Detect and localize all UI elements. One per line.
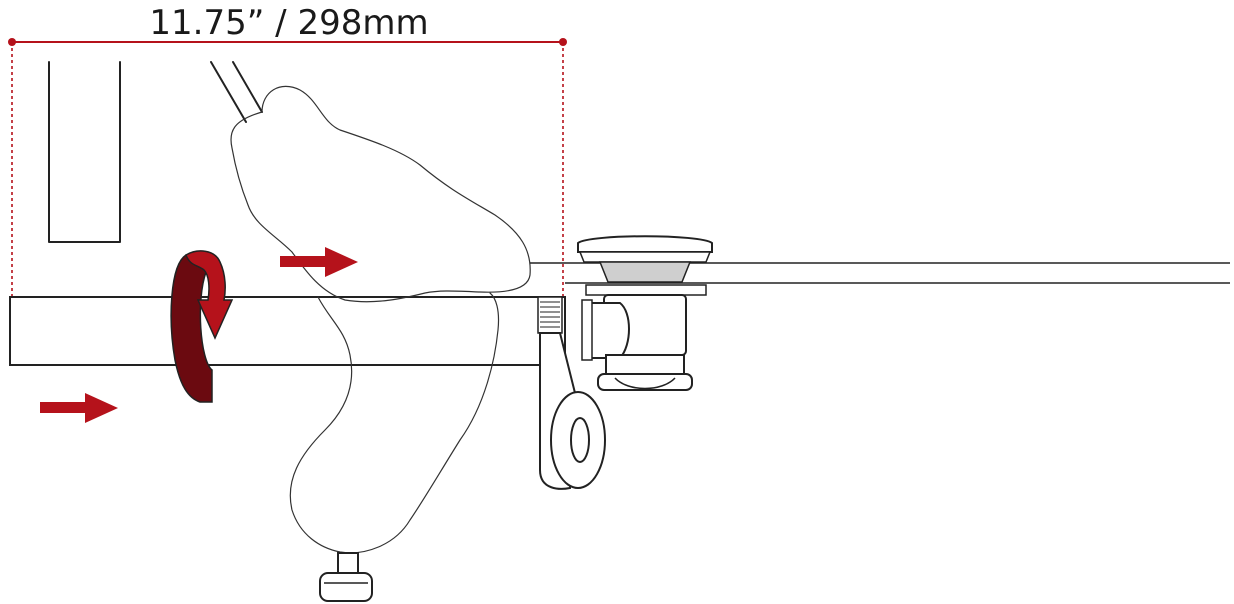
drain-pipe — [9, 296, 566, 366]
dimension-marker: 11.75” / 298mm — [8, 3, 567, 296]
faucet-spout — [210, 61, 263, 123]
overflow-elbow — [539, 332, 606, 490]
push-arrow-right-upper — [280, 247, 358, 277]
adjustment-knob — [319, 552, 373, 602]
hand-outline — [230, 85, 531, 303]
rotate-arrow — [170, 250, 234, 403]
drain-stopper — [577, 235, 713, 391]
upright-post — [48, 61, 121, 243]
pipe-threads — [537, 296, 563, 334]
push-arrow-right-lower — [40, 393, 118, 423]
dimension-label: 11.75” / 298mm — [149, 3, 428, 43]
